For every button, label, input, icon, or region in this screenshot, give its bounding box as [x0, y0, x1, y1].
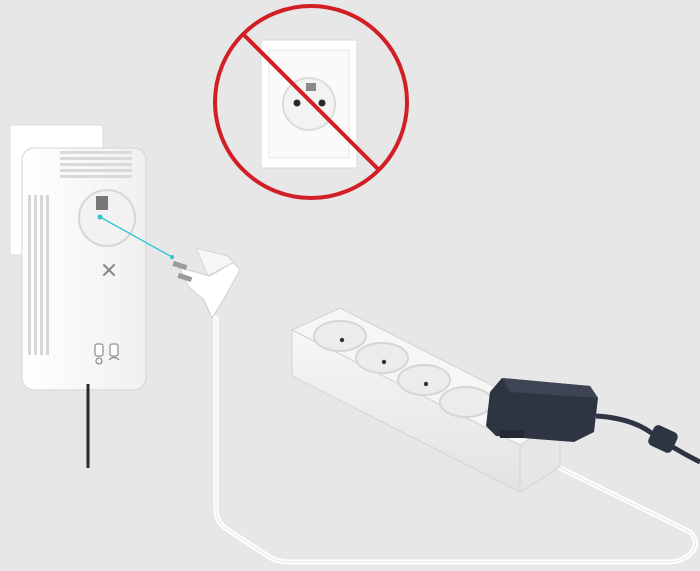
adapter-cord: [596, 416, 700, 462]
prohibition-sign-icon: [215, 6, 407, 198]
strip-socket: [440, 387, 492, 417]
strip-socket: [314, 321, 366, 351]
strip-socket: [398, 365, 450, 395]
powerline-adapter: [10, 125, 146, 468]
prohibited-wall-socket: [215, 6, 407, 198]
strip-socket: [356, 343, 408, 373]
power-plug: [172, 248, 240, 318]
